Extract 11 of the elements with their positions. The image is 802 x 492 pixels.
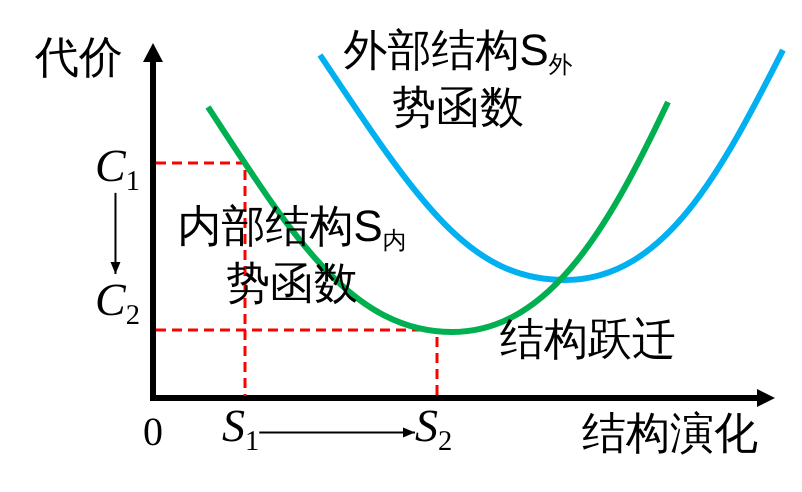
axis-title: 结构演化: [582, 412, 758, 456]
axis-title: 代价: [35, 36, 123, 80]
arrow: [110, 192, 120, 274]
axis-tick-label: C$_{1}$: [95, 140, 140, 193]
curve-label: 外部结构S$_{外}$势函数: [342, 25, 574, 134]
origin-label: 0: [143, 412, 163, 452]
axis-tick-label: S$_{1}$: [222, 400, 260, 453]
annotation-label: 结构跃迁: [500, 318, 676, 362]
axis-tick-label: S$_{2}$: [415, 400, 452, 453]
axis-tick-label: C$_{2}$: [95, 274, 140, 327]
arrow: [259, 427, 415, 438]
